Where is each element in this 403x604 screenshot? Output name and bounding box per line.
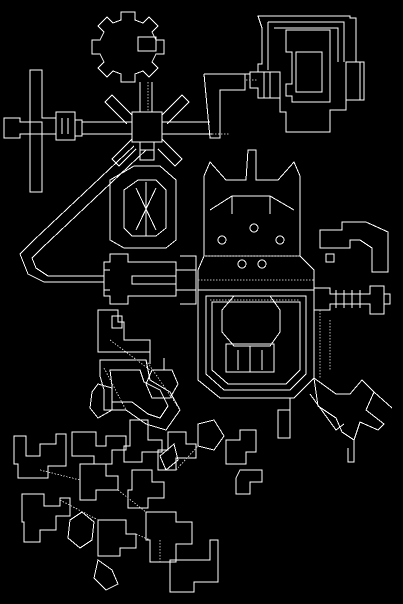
- automap-steps: [39, 79, 331, 562]
- east-corridor: [162, 121, 212, 135]
- se-arm: [313, 376, 385, 441]
- room-s11: [97, 519, 137, 557]
- cross-center: [29, 121, 43, 135]
- cog-room: [91, 11, 165, 83]
- east-hook: [319, 221, 389, 273]
- pipe-door: [175, 269, 197, 291]
- room-s12: [145, 511, 193, 563]
- room-s3: [157, 431, 197, 471]
- step-lines-castle: [198, 255, 314, 301]
- sw-hall: [97, 309, 151, 353]
- step-lines-top: [147, 79, 258, 135]
- cross-room: [3, 69, 76, 193]
- tr-platform: [345, 61, 361, 101]
- sw-spire: [149, 352, 165, 370]
- step-lines-sw: [103, 339, 181, 411]
- sw-octagon: [145, 369, 179, 399]
- hub-arm-ne: [161, 94, 190, 125]
- hub-arm-se: [157, 138, 183, 167]
- cog-stem: [139, 82, 153, 112]
- tr-inner-room: [295, 51, 323, 93]
- step-lines-east: [319, 310, 331, 378]
- pipe-room-trim: [104, 255, 197, 305]
- east-door: [383, 293, 391, 305]
- room-s9: [21, 493, 71, 543]
- tr-room: [285, 29, 331, 103]
- castle-dot-4: [237, 259, 247, 269]
- sw-ring-inner: [109, 369, 169, 419]
- hub-arm-sw: [111, 138, 137, 167]
- room-s13: [93, 559, 119, 591]
- step-lines-south: [39, 445, 199, 562]
- tr-outer: [249, 15, 365, 133]
- castle-dot-2: [249, 223, 259, 233]
- room-s15: [159, 443, 179, 471]
- room-s4: [197, 419, 225, 451]
- room-s10: [67, 511, 95, 549]
- cross-steps: [55, 118, 69, 134]
- sw-hall-box: [111, 315, 123, 329]
- east-hook-box: [325, 253, 335, 263]
- room-s8: [127, 469, 165, 509]
- diag-corridor: [19, 145, 147, 283]
- west-corridor: [82, 121, 132, 135]
- hub-south: [139, 142, 155, 160]
- cog-center: [137, 36, 157, 52]
- castle-ring-3: [211, 301, 301, 385]
- stair-corridor: [203, 73, 246, 139]
- castle-roofline: [209, 195, 295, 214]
- se-arm-detail: [309, 391, 393, 463]
- tr-inner-corridor: [267, 21, 345, 70]
- room-s7: [79, 463, 119, 501]
- castle-altar: [225, 343, 275, 373]
- sw-blob: [89, 383, 113, 419]
- automap-walls: [3, 11, 393, 593]
- pipe-room: [103, 253, 177, 305]
- pod-x: [135, 182, 157, 236]
- east-pipe-teeth: [335, 290, 361, 308]
- pod-outer: [109, 165, 177, 249]
- castle-dot-3: [275, 235, 285, 245]
- room-s6: [13, 433, 67, 479]
- east-pipe: [314, 285, 385, 315]
- tr-stairs: [245, 71, 281, 98]
- room-s14: [169, 539, 219, 593]
- hub-door-s: [139, 149, 155, 161]
- west-door: [74, 119, 83, 137]
- room-s5: [225, 429, 257, 465]
- castle-dot-5: [257, 259, 267, 269]
- castle-base: [197, 255, 315, 290]
- castle-ring-2: [205, 295, 307, 391]
- castle-dot-1: [217, 235, 227, 245]
- hub-arm-nw: [104, 94, 133, 125]
- hub-room: [131, 111, 163, 143]
- room-s16: [235, 469, 263, 495]
- castle-core: [221, 295, 281, 347]
- room-s2: [123, 419, 163, 463]
- room-s1: [71, 431, 127, 465]
- pod-inner: [123, 179, 167, 237]
- se-link: [277, 398, 291, 439]
